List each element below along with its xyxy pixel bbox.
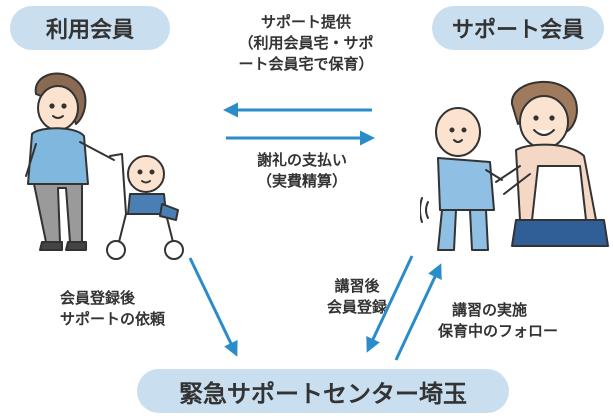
registration-request-label: 会員登録後 サポートの依頼	[60, 289, 166, 328]
arrow-support-to-center	[366, 255, 414, 353]
grandmother-with-toddler-illustration	[420, 80, 609, 251]
center-node: 緊急サポートセンター埼玉	[137, 369, 509, 413]
payment-label: 謝礼の支払い （実費精算）	[256, 151, 347, 190]
support-member-label: サポート会員	[451, 18, 584, 43]
user-member-label: 利用会員	[45, 18, 134, 43]
center-label: 緊急サポートセンター埼玉	[179, 379, 467, 408]
training-followup-label: 講習の実施 保育中のフォロー	[438, 301, 559, 340]
mother-with-stroller-illustration	[25, 72, 184, 260]
support-provision-label: サポート提供 （利用会員宅・サポ ート会員宅で保育）	[238, 13, 374, 73]
arrow-user-to-center	[188, 257, 238, 357]
arrow-center-to-support	[394, 263, 442, 361]
training-then-register-label: 講習後 会員登録	[326, 277, 387, 316]
user-member-node: 利用会員	[10, 6, 170, 50]
support-member-node: サポート会員	[432, 6, 604, 50]
